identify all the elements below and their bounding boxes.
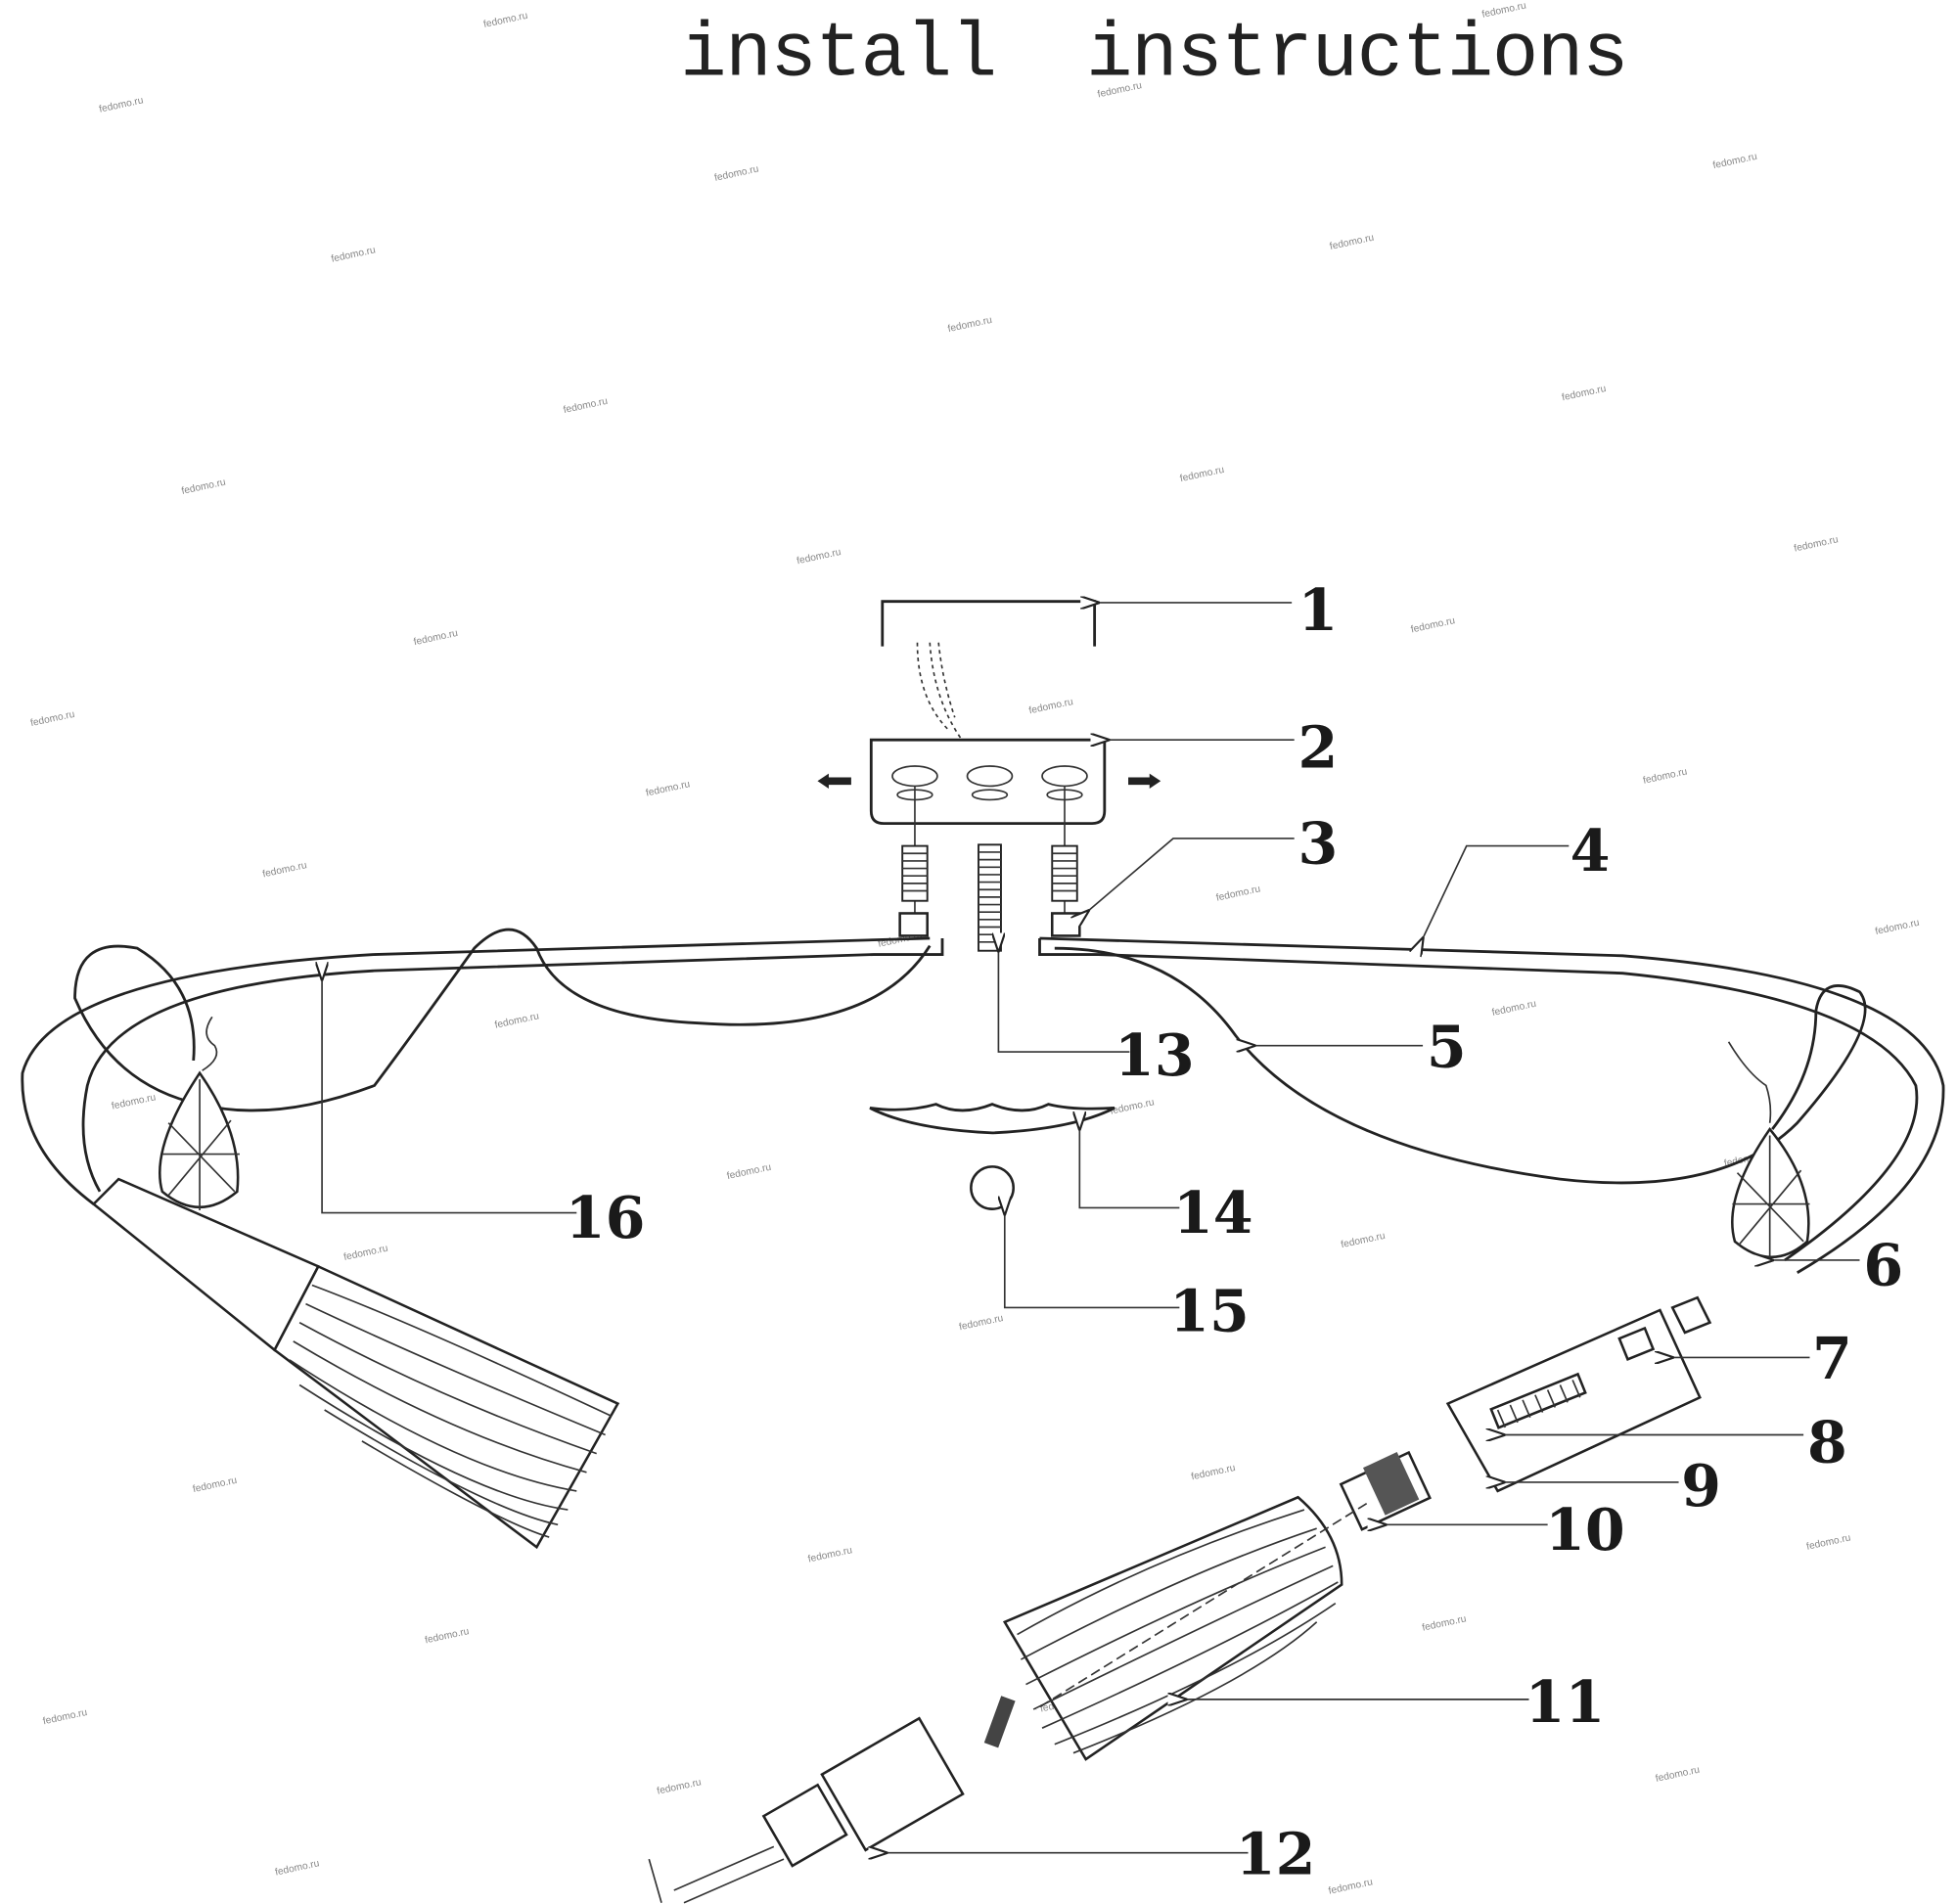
callout-11: 11 [1525,1668,1606,1736]
watermark: fedomo.ru [29,709,75,729]
watermark: fedomo.ru [1179,465,1225,484]
watermark: fedomo.ru [413,628,459,648]
light-bulb [648,1716,965,1904]
watermark: fedomo.ru [1642,766,1688,786]
callout-leaders [322,603,1860,1853]
watermark: fedomo.ru [181,477,227,497]
watermark: fedomo.ru [1328,1877,1374,1896]
watermark: fedomo.ru [807,1545,853,1564]
watermark: fedomo.ru [424,1626,470,1646]
callout-1: 1 [1298,576,1339,644]
callout-7: 7 [1812,1325,1852,1392]
callout-2: 2 [1298,713,1339,781]
watermark: fedomo.ru [1491,999,1537,1019]
shade-ring [983,1696,1016,1748]
arrow-right-icon [1128,773,1161,789]
watermark: fedomo.ru [331,245,377,264]
watermark: fedomo.ru [645,779,691,798]
supply-wires [916,642,962,740]
watermark: fedomo.ru [657,1777,703,1796]
watermark: fedomo.ru [192,1475,238,1495]
watermark: fedomo.ru [1110,1097,1156,1116]
watermark: fedomo.ru [796,547,842,567]
callout-8: 8 [1807,1409,1847,1476]
watermark: fedomo.ru [1341,1231,1387,1250]
chandelier-arm [21,936,1945,1274]
callout-5: 5 [1427,1013,1467,1080]
watermark: fedomo.ru [482,11,528,30]
watermark: fedomo.ru [958,1313,1004,1333]
page-title: install instructions [680,11,1628,99]
cable [1054,946,1867,1185]
watermark: fedomo.ru [947,315,993,335]
decorative-cup [869,1103,1115,1135]
assembled-shade [91,1177,620,1550]
watermark: fedomo.ru [713,164,759,184]
mounting-bracket [881,600,1097,647]
watermark: fedomo.ru [1215,884,1261,903]
finial-ring [970,1165,1015,1210]
watermark: fedomo.ru [274,1858,320,1878]
watermark: fedomo.ru [1655,1765,1701,1785]
callout-12: 12 [1236,1820,1316,1887]
watermark: fedomo.ru [261,860,307,880]
watermark: fedomo.ru [1190,1463,1236,1482]
callout-16: 16 [566,1184,646,1251]
crystal-pendant [1727,1041,1810,1263]
callout-6: 6 [1863,1231,1903,1298]
screws [898,786,1081,952]
watermark: fedomo.ru [1561,384,1607,403]
lamp-socket [1339,1450,1432,1531]
watermark: fedomo.ru [111,1092,157,1111]
watermark: fedomo.ru [726,1162,772,1182]
watermarks: fedomo.ru fedomo.ru fedomo.ru fedomo.ru … [29,0,1920,1896]
watermark: fedomo.ru [1421,1613,1467,1633]
watermark: fedomo.ru [1874,918,1920,937]
glass-shade [1002,1495,1368,1761]
callout-15: 15 [1169,1278,1250,1345]
callout-14: 14 [1173,1179,1253,1247]
watermark: fedomo.ru [494,1011,540,1030]
canopy-plate [869,738,1107,826]
wire-connectors [891,765,1088,801]
watermark: fedomo.ru [1410,615,1456,635]
callout-3: 3 [1298,809,1339,877]
watermark: fedomo.ru [1028,697,1074,716]
callout-4: 4 [1570,817,1611,884]
crystal-pendant [159,1016,240,1210]
watermark: fedomo.ru [98,95,144,114]
watermark: fedomo.ru [1712,152,1758,171]
watermark: fedomo.ru [563,396,609,416]
watermark: fedomo.ru [1329,233,1375,252]
watermark: fedomo.ru [342,1244,388,1263]
cable [73,928,932,1112]
callout-numbers: 1 2 3 4 5 6 7 8 9 10 11 12 13 14 15 16 [566,576,1903,1887]
socket-holder [1445,1295,1712,1493]
callout-10: 10 [1545,1496,1625,1564]
callout-13: 13 [1115,1021,1195,1089]
watermark: fedomo.ru [1794,534,1840,554]
watermark: fedomo.ru [1805,1532,1851,1552]
watermark: fedomo.ru [42,1707,88,1727]
arrow-left-icon [817,773,851,789]
callout-9: 9 [1681,1452,1721,1519]
